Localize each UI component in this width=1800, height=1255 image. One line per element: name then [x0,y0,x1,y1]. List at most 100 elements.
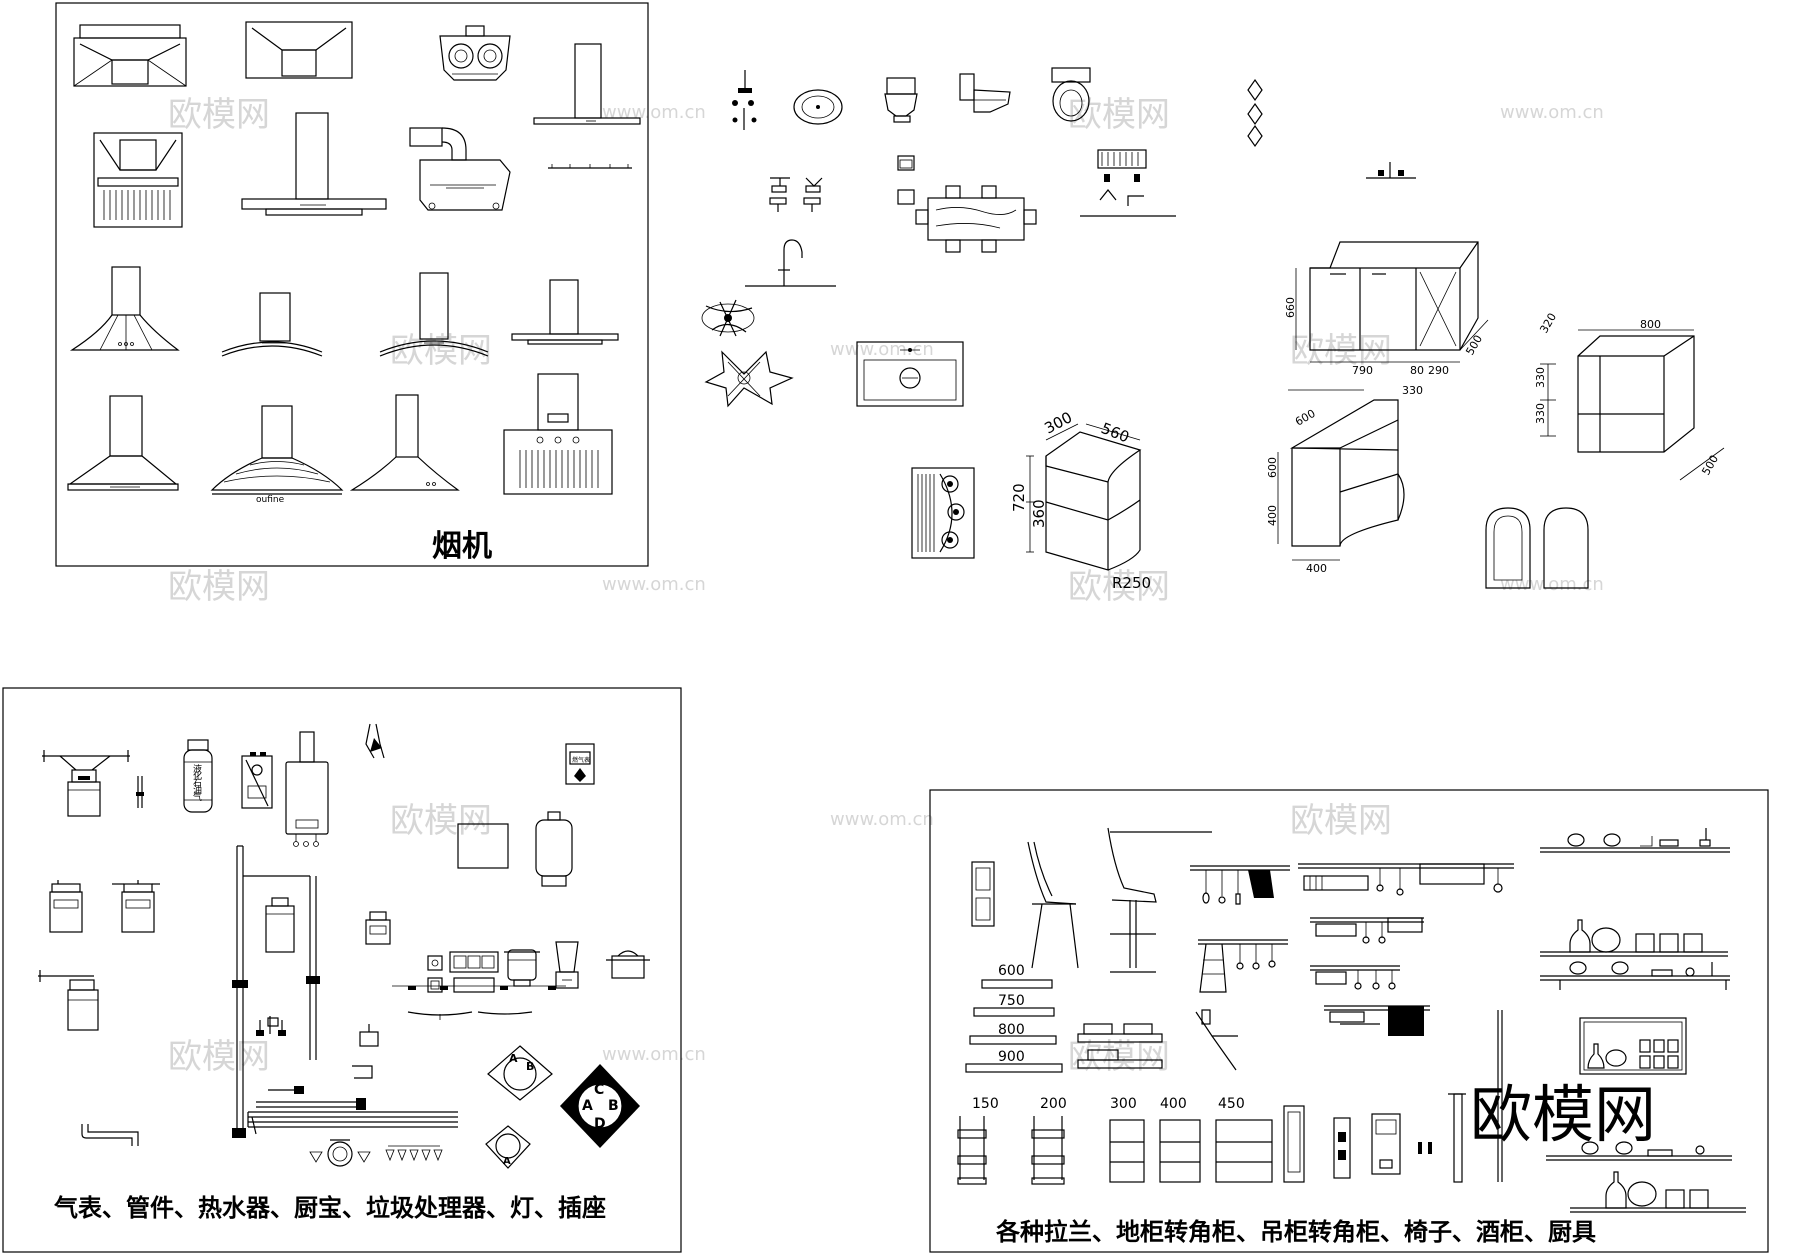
hood-brand-label: oufine [256,495,285,505]
utensil-rail-icon [1198,939,1288,993]
socket-icon [427,951,499,993]
watermark-logo: 欧模网 [390,331,492,371]
tall-pullout-icon [1333,1117,1351,1179]
corner-base-cabinet: 660 790 80 290 500 [1284,241,1489,377]
panel-frame [2,687,682,1253]
plant-icon [701,299,755,337]
compass-letter: B [526,1060,534,1073]
hood-icon [241,112,387,216]
cabinet-door-icon [1543,507,1589,589]
towel-bar-icon [1497,1010,1503,1182]
pipe-assembly-icon [232,845,320,1138]
basket-width-label: 400 [1160,1096,1187,1112]
pot-icon [606,950,650,979]
hood-icon: oufine [210,405,344,505]
dimension-label: 400 [1266,505,1279,526]
dimension-label: 80 [1410,364,1424,377]
fixtures-area: 300 560 720 360 R250 [701,67,1416,592]
pipe-fitting-icon [81,1124,139,1146]
watermark-logo: 欧模网 [168,95,270,135]
rail-sizes: 600 750 800 900 [965,963,1063,1073]
hood-icon [533,43,641,169]
wine-shelf-icon [1570,1171,1746,1213]
corner-wall-cabinet: 800 320 330 330 500 [1534,311,1725,481]
water-heater-icon [241,752,273,809]
watermark-logo: 欧模网 [168,567,270,607]
rail-size-label: 900 [998,1049,1025,1065]
utensil-rail-icon [1310,965,1400,990]
dimension-label: 660 [1284,297,1297,318]
watermark-url: www.om.cn [1500,102,1604,123]
basket-width-label: 450 [1218,1096,1245,1112]
pipe-fitting-icon [247,1086,458,1135]
pipe-fitting-icon [352,1065,373,1079]
panel-frame [929,789,1769,1253]
dimension-label: 500 [1463,333,1485,358]
wine-shelf-icon [1546,1141,1732,1161]
compass-letter: A [503,1156,511,1167]
curved-wall-cabinet: 600 330 600 400 400 [1266,384,1423,575]
lpg-tank-char: 液 [193,763,202,775]
lpg-tank-char: 气 [193,791,202,803]
wine-shelf-icon [1540,961,1730,990]
water-purifier-icon [1371,1113,1401,1175]
water-heater-icon [285,731,329,847]
chair-icon [1027,841,1079,969]
dimension-label: 330 [1534,403,1547,424]
faucet-icon [769,177,823,212]
hood-icon [93,132,183,228]
dimension-label: 400 [1306,562,1327,575]
wine-shelf-icon [1540,828,1730,853]
watermark-url: www.om.cn [602,102,706,123]
watermarks: 欧模网 www.om.cn 欧模网 www.om.cn 欧模网 www.om.c… [168,95,1604,1077]
lamp-icon [359,1024,379,1047]
hood-icon [69,266,180,351]
dimension-label: 320 [1537,311,1559,336]
gas-box-icon: 燃气表 [565,743,595,785]
watermark-logo: 欧模网 [1068,567,1170,607]
compass-letter: D [594,1116,606,1132]
watermark-url: www.om.cn [830,809,934,830]
compass-letter: B [608,1098,619,1114]
stove-icon [1080,149,1176,217]
compass-letter: C [594,1082,604,1098]
light-fixtures-icon [392,985,566,1020]
cabinet-door-icon [1485,507,1531,589]
dimension-label: 600 [1266,457,1279,478]
wine-shelf-icon [1540,919,1728,957]
lamp-icon [365,723,385,759]
towel-bar-icon [1448,1093,1466,1183]
basket-width-label: 150 [972,1096,999,1112]
dimension-label: 560 [1099,419,1132,446]
pullout-baskets: 150 200 300 400 450 [957,1096,1273,1185]
watermark-logo-large: 欧模网 [1470,1078,1656,1151]
dimension-label: 360 [1030,499,1048,528]
compass-symbol-icon: A [485,1125,531,1169]
gas-cylinder-icon [535,811,573,887]
gas-meter-icon [42,750,130,817]
basket-width-label: 300 [1110,1096,1137,1112]
gas-meter-icon [38,970,99,1031]
hood-icon [409,127,511,211]
panel-meters: 液 化 石 油 气 燃气表 [2,687,682,1253]
watermark-logo: 欧模网 [168,1037,270,1077]
tall-pullout-icon [1283,1105,1305,1183]
dimension-label: 600 [1293,407,1318,429]
dimension-label: 800 [1640,318,1661,331]
watermark-url: www.om.cn [1500,574,1604,595]
compass-letter: A [509,1052,518,1065]
rail-size-label: 800 [998,1022,1025,1038]
hood-icon [511,279,619,345]
watermark-url: www.om.cn [602,574,706,595]
toilet-icon [884,77,918,123]
lpg-tank-icon: 液 化 石 油 气 [183,739,213,813]
lpg-tank-char: 石 [193,779,202,789]
watermark-logo: 欧模网 [390,801,492,841]
compass-symbol-icon: A B [487,1045,553,1101]
lpg-tank-char: 油 [193,784,202,796]
bar-stool-icon [1107,827,1212,973]
wall-lamp-icon [309,1139,443,1167]
cabinet-drawings: 660 790 80 290 500 800 320 330 330 500 [1266,241,1725,589]
basket-icon [1077,1023,1163,1069]
watermark-logo: 欧模网 [1290,801,1392,841]
